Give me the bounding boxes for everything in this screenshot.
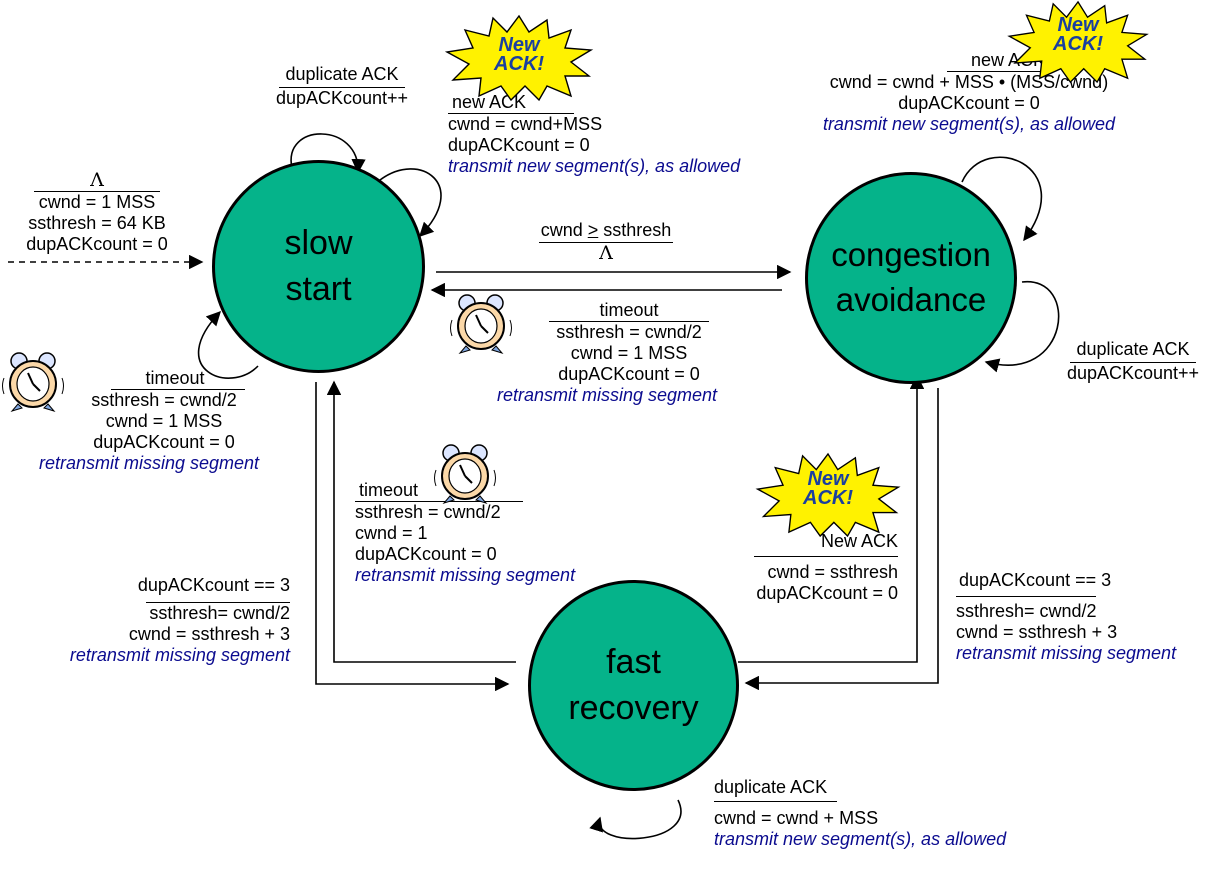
new-ack-line2: ACK! (803, 487, 853, 509)
ss-timeout-action-1: ssthresh = cwnd/2 (91, 390, 237, 410)
ca-timeout-action-2: cwnd = 1 MSS (570, 343, 688, 363)
fr-to-ca-action-2: dupACKcount = 0 (756, 583, 898, 603)
fr-timeout-label: timeout ssthresh = cwnd/2 cwnd = 1 dupAC… (355, 480, 575, 586)
ca-newack-action-1: cwnd = cwnd + MSS • (MSS/cwnd) (829, 72, 1109, 92)
state-label: slow start (284, 223, 353, 308)
ss-timeout-action-2: cwnd = 1 MSS (105, 411, 223, 431)
ss-to-ca-action: Λ (599, 242, 613, 264)
ss-dupack-action: dupACKcount++ (275, 88, 409, 108)
fr-dupack-action-2: transmit new segment(s), as allowed (714, 829, 1007, 849)
ss-dupack-event: duplicate ACK (279, 64, 405, 88)
alarm-clock-icon (0, 348, 66, 414)
fr-timeout-action-3: dupACKcount = 0 (355, 544, 497, 564)
fr-dupack-label: duplicate ACK cwnd = cwnd + MSS transmit… (714, 777, 1006, 850)
ss-to-ca-label: cwnd > ssthresh Λ (528, 220, 684, 264)
fr-to-ca-action-1: cwnd = ssthresh (767, 562, 898, 582)
fr-to-ca-label: New ACK cwnd = ssthresh dupACKcount = 0 (730, 531, 898, 604)
init-action-3: dupACKcount = 0 (26, 234, 168, 254)
ca-to-fr-label: dupACKcount == 3 ssthresh= cwnd/2 cwnd =… (956, 570, 1176, 664)
ca-newack-action-3: transmit new segment(s), as allowed (822, 114, 1116, 134)
ca-to-fr-arrow (744, 388, 939, 691)
init-action-1: cwnd = 1 MSS (38, 192, 156, 212)
init-label: Λ cwnd = 1 MSS ssthresh = 64 KB dupACKco… (12, 170, 182, 255)
starburst-shape (444, 14, 594, 102)
ss-to-fr-event: dupACKcount == 3 (137, 575, 290, 595)
ss-to-fr-arrow (315, 382, 510, 692)
ss-dupack-label: duplicate ACK dupACKcount++ (262, 64, 422, 109)
ca-newack-loop (961, 156, 1042, 242)
fr-dupack-action-1: cwnd = cwnd + MSS (714, 808, 879, 828)
ss-timeout-action-3: dupACKcount = 0 (93, 432, 235, 452)
new-ack-line2: ACK! (1053, 33, 1103, 55)
fr-timeout-action-1: ssthresh = cwnd/2 (355, 502, 501, 522)
ca-dupack-loop (984, 281, 1060, 373)
ss-timeout-action-4: retransmit missing segment (38, 453, 260, 473)
ss-timeout-event: timeout (111, 368, 245, 390)
ss-to-fr-action-1: ssthresh= cwnd/2 (149, 603, 290, 623)
clock-shape (2, 352, 64, 412)
ss-timeout-label: timeout ssthresh = cwnd/2 cwnd = 1 MSS d… (20, 368, 278, 474)
ca-timeout-action-3: dupACKcount = 0 (558, 364, 700, 384)
fr-timeout-action-4: retransmit missing segment (355, 565, 576, 585)
new-ack-line1: New (498, 34, 540, 56)
ca-dupack-event: duplicate ACK (1070, 339, 1196, 363)
ca-to-fr-event: dupACKcount == 3 (959, 570, 1112, 590)
ca-to-fr-action-3: retransmit missing segment (956, 643, 1177, 663)
state-label: fast recovery (568, 642, 699, 727)
ss-newack-action-1: cwnd = cwnd+MSS (448, 114, 603, 134)
ss-timeout-loop (197, 310, 259, 379)
ca-newack-label: new ACK cwnd = cwnd + MSS • (MSS/cwnd) d… (796, 50, 1142, 135)
new-ack-text: New ACK! (1002, 14, 1154, 55)
ca-newack-action-2: dupACKcount = 0 (898, 93, 1040, 113)
ss-to-fr-label: dupACKcount == 3 ssthresh= cwnd/2 cwnd =… (20, 575, 290, 666)
ss-newack-loop (379, 168, 442, 238)
ss-to-fr-action-3: retransmit missing segment (69, 645, 290, 665)
clock-shape (434, 444, 496, 504)
init-event: Λ (34, 170, 160, 192)
ca-to-fr-action-1: ssthresh= cwnd/2 (956, 601, 1097, 621)
new-ack-line2: ACK! (494, 53, 544, 75)
new-ack-starburst-icon: New ACK! (1002, 0, 1154, 84)
state-fast-recovery: fast recovery (528, 580, 739, 791)
fr-timeout-action-2: cwnd = 1 (355, 523, 428, 543)
ca-timeout-action-1: ssthresh = cwnd/2 (556, 322, 702, 342)
ss-newack-event: new ACK (448, 92, 575, 114)
ss-to-ca-event: cwnd > ssthresh (538, 220, 674, 243)
ca-timeout-event: timeout (549, 300, 709, 322)
ca-dupack-label: duplicate ACK dupACKcount++ (1056, 339, 1210, 384)
fr-to-ca-event: New ACK (820, 531, 898, 551)
ss-dupack-loop (290, 133, 366, 174)
starburst-shape (1007, 0, 1149, 84)
state-congestion-avoidance: congestion avoidance (805, 172, 1017, 384)
ca-timeout-label: timeout ssthresh = cwnd/2 cwnd = 1 MSS d… (476, 300, 738, 406)
ss-newack-action-2: dupACKcount = 0 (448, 135, 590, 155)
ca-dupack-action: dupACKcount++ (1066, 363, 1200, 383)
fr-dupack-event: duplicate ACK (714, 777, 838, 802)
init-action-2: ssthresh = 64 KB (28, 213, 166, 233)
state-label: congestion avoidance (831, 236, 991, 318)
state-slow-start: slow start (212, 160, 425, 373)
new-ack-text: New ACK! (443, 34, 595, 75)
ge-symbol: > (587, 220, 599, 240)
new-ack-line1: New (1057, 14, 1099, 36)
ss-newack-action-3: transmit new segment(s), as allowed (448, 156, 741, 176)
fr-to-ss-arrow (326, 380, 516, 663)
fr-dupack-loop (589, 799, 682, 840)
fr-timeout-event: timeout (355, 480, 524, 502)
fr-to-ca-arrow (738, 374, 925, 663)
clock-shape (450, 294, 512, 354)
alarm-clock-icon (446, 290, 516, 356)
new-ack-starburst-icon: New ACK! (443, 14, 595, 102)
ss-to-fr-action-2: cwnd = ssthresh + 3 (128, 624, 290, 644)
alarm-clock-icon (430, 440, 500, 506)
starburst-shape (755, 452, 901, 538)
ca-timeout-action-4: retransmit missing segment (496, 385, 718, 405)
new-ack-text: New ACK! (752, 468, 904, 509)
ca-to-fr-action-2: cwnd = ssthresh + 3 (956, 622, 1118, 642)
ss-newack-label: new ACK cwnd = cwnd+MSS dupACKcount = 0 … (448, 92, 740, 177)
new-ack-line1: New (807, 468, 849, 490)
new-ack-starburst-icon: New ACK! (752, 452, 904, 538)
